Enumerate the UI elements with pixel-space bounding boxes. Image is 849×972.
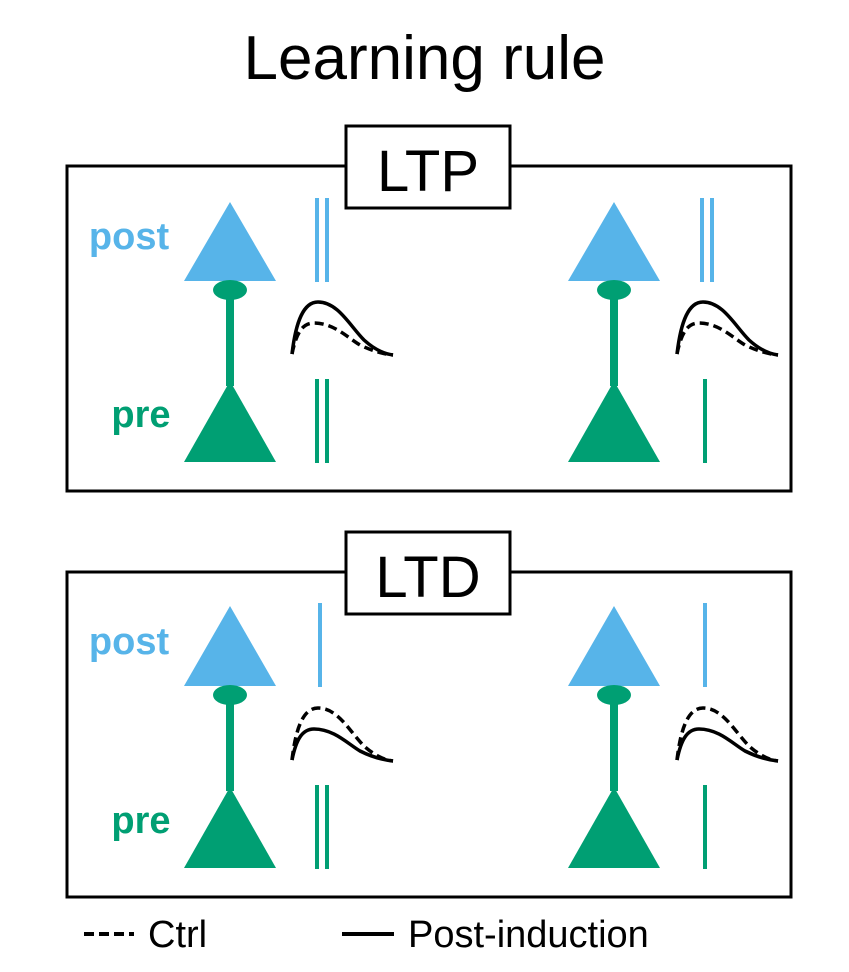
spike-mark	[700, 198, 704, 282]
ltd-cond2-pre-spikes	[703, 785, 707, 869]
spike-mark	[703, 603, 707, 687]
pre-neuron-axon	[610, 695, 618, 791]
ltd-condition-2	[568, 603, 779, 869]
post-neuron-soma	[568, 202, 660, 281]
pre-neuron-soma	[568, 787, 660, 868]
ltd-cond1-post-spikes	[318, 603, 322, 687]
ltp-header-label: LTP	[377, 139, 479, 204]
ltd-cond2-epsp-traces	[675, 706, 779, 763]
ltd-post-label: post	[89, 621, 170, 663]
spike-mark	[325, 379, 329, 463]
ltp-cond2-epsp-traces	[675, 300, 779, 357]
ltp-cond1-neuron-pair	[184, 202, 276, 462]
post-neuron-soma	[184, 606, 276, 686]
ltd-header-label: LTD	[375, 545, 480, 610]
spike-mark	[315, 785, 319, 869]
ltp-cond2-neuron-pair	[568, 202, 660, 462]
ltd-cond1-pre-spikes	[315, 785, 329, 869]
ltp-cond1-epsp-traces	[290, 300, 394, 357]
ltp-pre-label: pre	[111, 394, 170, 436]
ltd-pre-label: pre	[111, 800, 170, 842]
post-induction-trace-solid	[290, 727, 394, 763]
pre-neuron-axon	[610, 290, 618, 386]
ltp-condition-2	[568, 198, 779, 463]
ctrl-trace-dashed	[290, 706, 394, 763]
ltp-cond1-post-spikes	[315, 198, 329, 282]
ctrl-trace-dashed	[675, 706, 779, 763]
ctrl-trace-dashed	[675, 321, 779, 357]
legend-post-induction-label: Post-induction	[408, 914, 649, 956]
ltd-cond1-epsp-traces	[290, 706, 394, 763]
spike-mark	[315, 198, 319, 282]
ltp-header-box	[344, 124, 512, 210]
ctrl-trace-dashed	[290, 321, 394, 357]
spike-mark	[318, 603, 322, 687]
ltp-cond2-post-spikes	[700, 198, 714, 282]
post-induction-trace-solid	[675, 727, 779, 763]
ltd-cond2-neuron-pair	[568, 606, 660, 868]
spike-mark	[315, 379, 319, 463]
legend: Ctrl Post-induction	[84, 914, 649, 956]
ltd-cond1-neuron-pair	[184, 606, 276, 868]
legend-ctrl-label: Ctrl	[148, 914, 207, 956]
spike-mark	[703, 785, 707, 869]
ltd-cond2-post-spikes	[703, 603, 707, 687]
ltp-cond2-pre-spikes	[703, 379, 707, 463]
post-neuron-soma	[568, 606, 660, 686]
pre-neuron-soma	[184, 381, 276, 462]
pre-neuron-axon	[226, 695, 234, 791]
post-induction-trace-solid	[675, 300, 779, 357]
ltd-panel-frame	[65, 570, 793, 899]
ltd-header-box	[344, 530, 512, 616]
spike-mark	[703, 379, 707, 463]
ltp-condition-1	[184, 198, 394, 463]
spike-mark	[325, 785, 329, 869]
spike-mark	[710, 198, 714, 282]
spike-mark	[325, 198, 329, 282]
ltp-post-label: post	[89, 216, 170, 258]
ltd-condition-1	[184, 603, 394, 869]
post-neuron-soma	[184, 202, 276, 281]
figure-title: Learning rule	[243, 24, 606, 93]
ltp-cond1-pre-spikes	[315, 379, 329, 463]
ltd-panel: LTD post pre	[65, 530, 793, 899]
pre-neuron-axon	[226, 290, 234, 386]
ltp-panel: LTP post pre	[65, 124, 793, 493]
post-induction-trace-solid	[290, 300, 394, 357]
pre-neuron-soma	[184, 787, 276, 868]
pre-neuron-soma	[568, 381, 660, 462]
